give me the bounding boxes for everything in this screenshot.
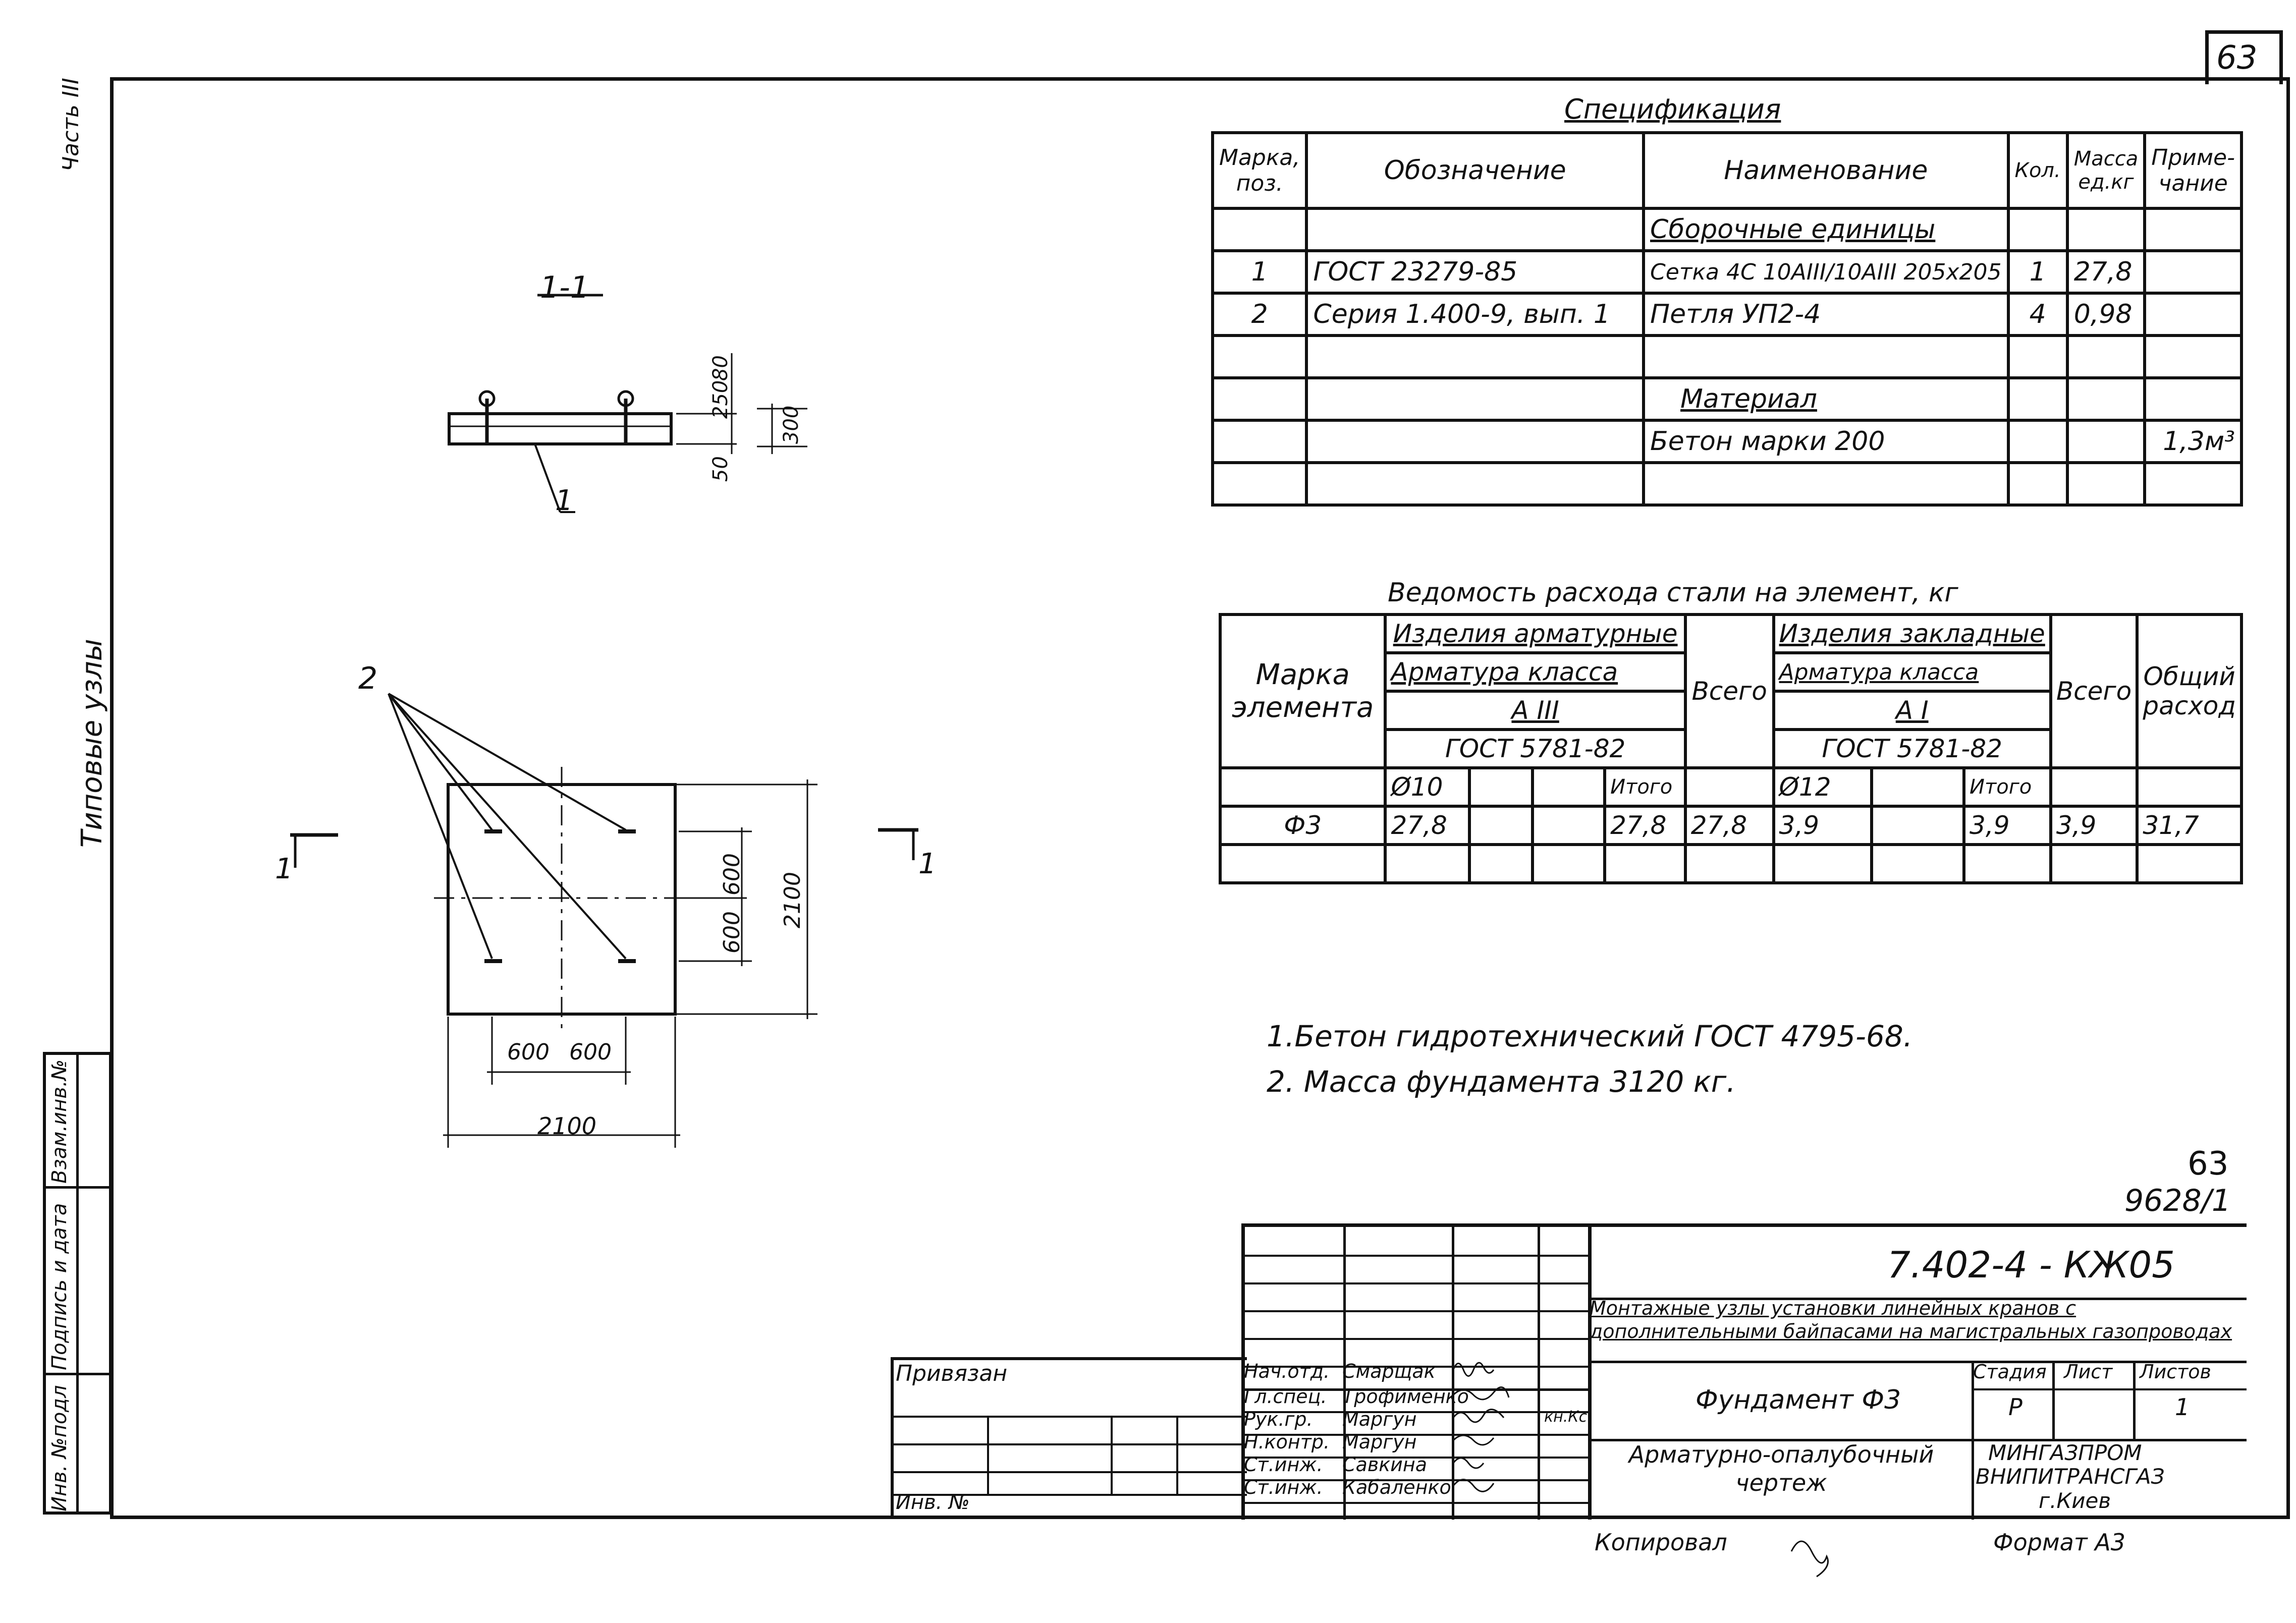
spec-row — [1211, 334, 2243, 379]
spec-row — [1211, 461, 2243, 507]
side-stamp: Инв. №подл Подпись и дата Взам.инв.№ — [43, 1052, 112, 1515]
sheet-title: Фундамент Ф3 — [1696, 1385, 1901, 1415]
spec-row: Материал — [1211, 376, 2243, 422]
specification-table: Марка, поз. Обозначение Наименование Кол… — [1211, 131, 2243, 507]
steel-title: Ведомость расхода стали на элемент, кг — [1388, 578, 1958, 608]
stage-value: Р — [2008, 1393, 2022, 1421]
steel-gost-b: ГОСТ 5781-82 — [1772, 728, 2052, 769]
section-label: 1-1 — [540, 270, 589, 305]
title-block — [1241, 1223, 2247, 1520]
steel-row: Ф3 27,8 27,8 27,8 3,9 3,9 3,9 31,7 — [1218, 805, 2243, 846]
drawing-type: Арматурно-опалубочный чертеж — [1628, 1441, 1934, 1496]
steel-subtotal-b: Итого — [1962, 766, 2052, 808]
role-name-6: Кабаленко — [1342, 1476, 1451, 1498]
section-slab — [448, 412, 673, 445]
note-1: 1.Бетон гидротехнический ГОСТ 4795-68. — [1267, 1019, 1913, 1053]
role-name-1: Смарщак — [1342, 1360, 1436, 1382]
steel-mark-header: Марка элемента — [1218, 613, 1387, 769]
page-number: 63 — [2216, 39, 2258, 77]
spec-h-mark: Марка, поз. — [1211, 131, 1308, 210]
spec-h-name: Наименование — [1642, 131, 2010, 210]
sheets-value: 1 — [2175, 1393, 2190, 1421]
page-number-box — [2205, 30, 2283, 84]
org-line-3: г.Киев — [2039, 1488, 2111, 1513]
note-2: 2. Масса фундамента 3120 кг. — [1267, 1065, 1736, 1099]
sheet-header: Лист — [2064, 1361, 2113, 1383]
org-line-1: МИНГАЗПРОМ — [1988, 1440, 2142, 1465]
copied-by: Копировал — [1595, 1529, 1727, 1556]
format-label: Формат А3 — [1993, 1529, 2125, 1556]
stage-header: Стадия — [1973, 1361, 2047, 1383]
steel-class-a3: А III — [1384, 690, 1687, 731]
sheet-ref-code: 9628/1 — [2124, 1183, 2231, 1218]
role-name-2: Трофименко — [1342, 1385, 1469, 1408]
steel-group-rebar: Изделия арматурные — [1384, 613, 1687, 654]
org-line-2: ВНИПИТРАНСГАЗ — [1976, 1464, 2165, 1489]
role-name-4: Маргун — [1342, 1431, 1417, 1453]
binding-label: Привязан — [896, 1361, 1008, 1386]
dim-600-c: 600 — [507, 1039, 550, 1065]
role-5: Ст.инж. — [1244, 1453, 1323, 1476]
role-2: Гл.спец. — [1244, 1385, 1327, 1408]
project-title: Монтажные узлы установки линейных кранов… — [1590, 1297, 2232, 1342]
spec-h-qty: Кол. — [2006, 131, 2069, 210]
steel-gost-a: ГОСТ 5781-82 — [1384, 728, 1687, 769]
cut-mark-left: 1 — [275, 853, 293, 885]
sheet-ref-number: 63 — [2188, 1145, 2229, 1183]
role-6: Ст.инж. — [1244, 1476, 1323, 1498]
spec-h-code: Обозначение — [1305, 131, 1646, 210]
spec-title: Спецификация — [1564, 93, 1781, 125]
spec-h-mass: Масса ед.кг — [2065, 131, 2147, 210]
steel-subtotal-a: Итого — [1603, 766, 1687, 808]
spec-h-note: Приме- чание — [2143, 131, 2243, 210]
steel-grand-total: Общий расход — [2136, 613, 2243, 769]
role-name-5: Савкина — [1342, 1453, 1427, 1476]
steel-group-embedded: Изделия закладные — [1772, 613, 2052, 654]
cut-mark-right: 1 — [918, 848, 937, 880]
steel-total-b: Всего — [2049, 613, 2139, 769]
steel-class-label-b: Арматура класса — [1772, 651, 2052, 693]
spec-row: Бетон марки 200 1,3м³ — [1211, 419, 2243, 464]
role-1: Нач.отд. — [1244, 1360, 1330, 1382]
spec-row: Сборочные единицы — [1211, 207, 2243, 252]
dim-600-d: 600 — [569, 1039, 612, 1065]
sheets-header: Листов — [2140, 1361, 2211, 1383]
steel-class-a1: А I — [1772, 690, 2052, 731]
role-4: Н.контр. — [1244, 1431, 1330, 1453]
steel-class-label-a: Арматура класса — [1384, 651, 1687, 693]
inv-no-label: Инв. № — [896, 1491, 970, 1514]
steel-table: Марка элемента Изделия арматурные Всего … — [1218, 613, 2243, 884]
steel-d10: Ø10 — [1384, 766, 1471, 808]
leader-2: 2 — [358, 661, 378, 696]
dim-2100-h: 2100 — [537, 1112, 597, 1140]
norm-control-note: кн.Кс — [1544, 1408, 1588, 1426]
role-3: Рук.гр. — [1244, 1408, 1313, 1430]
steel-total-a: Всего — [1683, 613, 1775, 769]
role-name-3: Маргун — [1342, 1408, 1417, 1430]
steel-d12: Ø12 — [1772, 766, 1873, 808]
leader-1: 1 — [555, 484, 573, 517]
doc-code: 7.402-4 - КЖ05 — [1887, 1244, 2175, 1286]
binding-box — [891, 1357, 1247, 1519]
drawing-frame — [110, 77, 2290, 1519]
